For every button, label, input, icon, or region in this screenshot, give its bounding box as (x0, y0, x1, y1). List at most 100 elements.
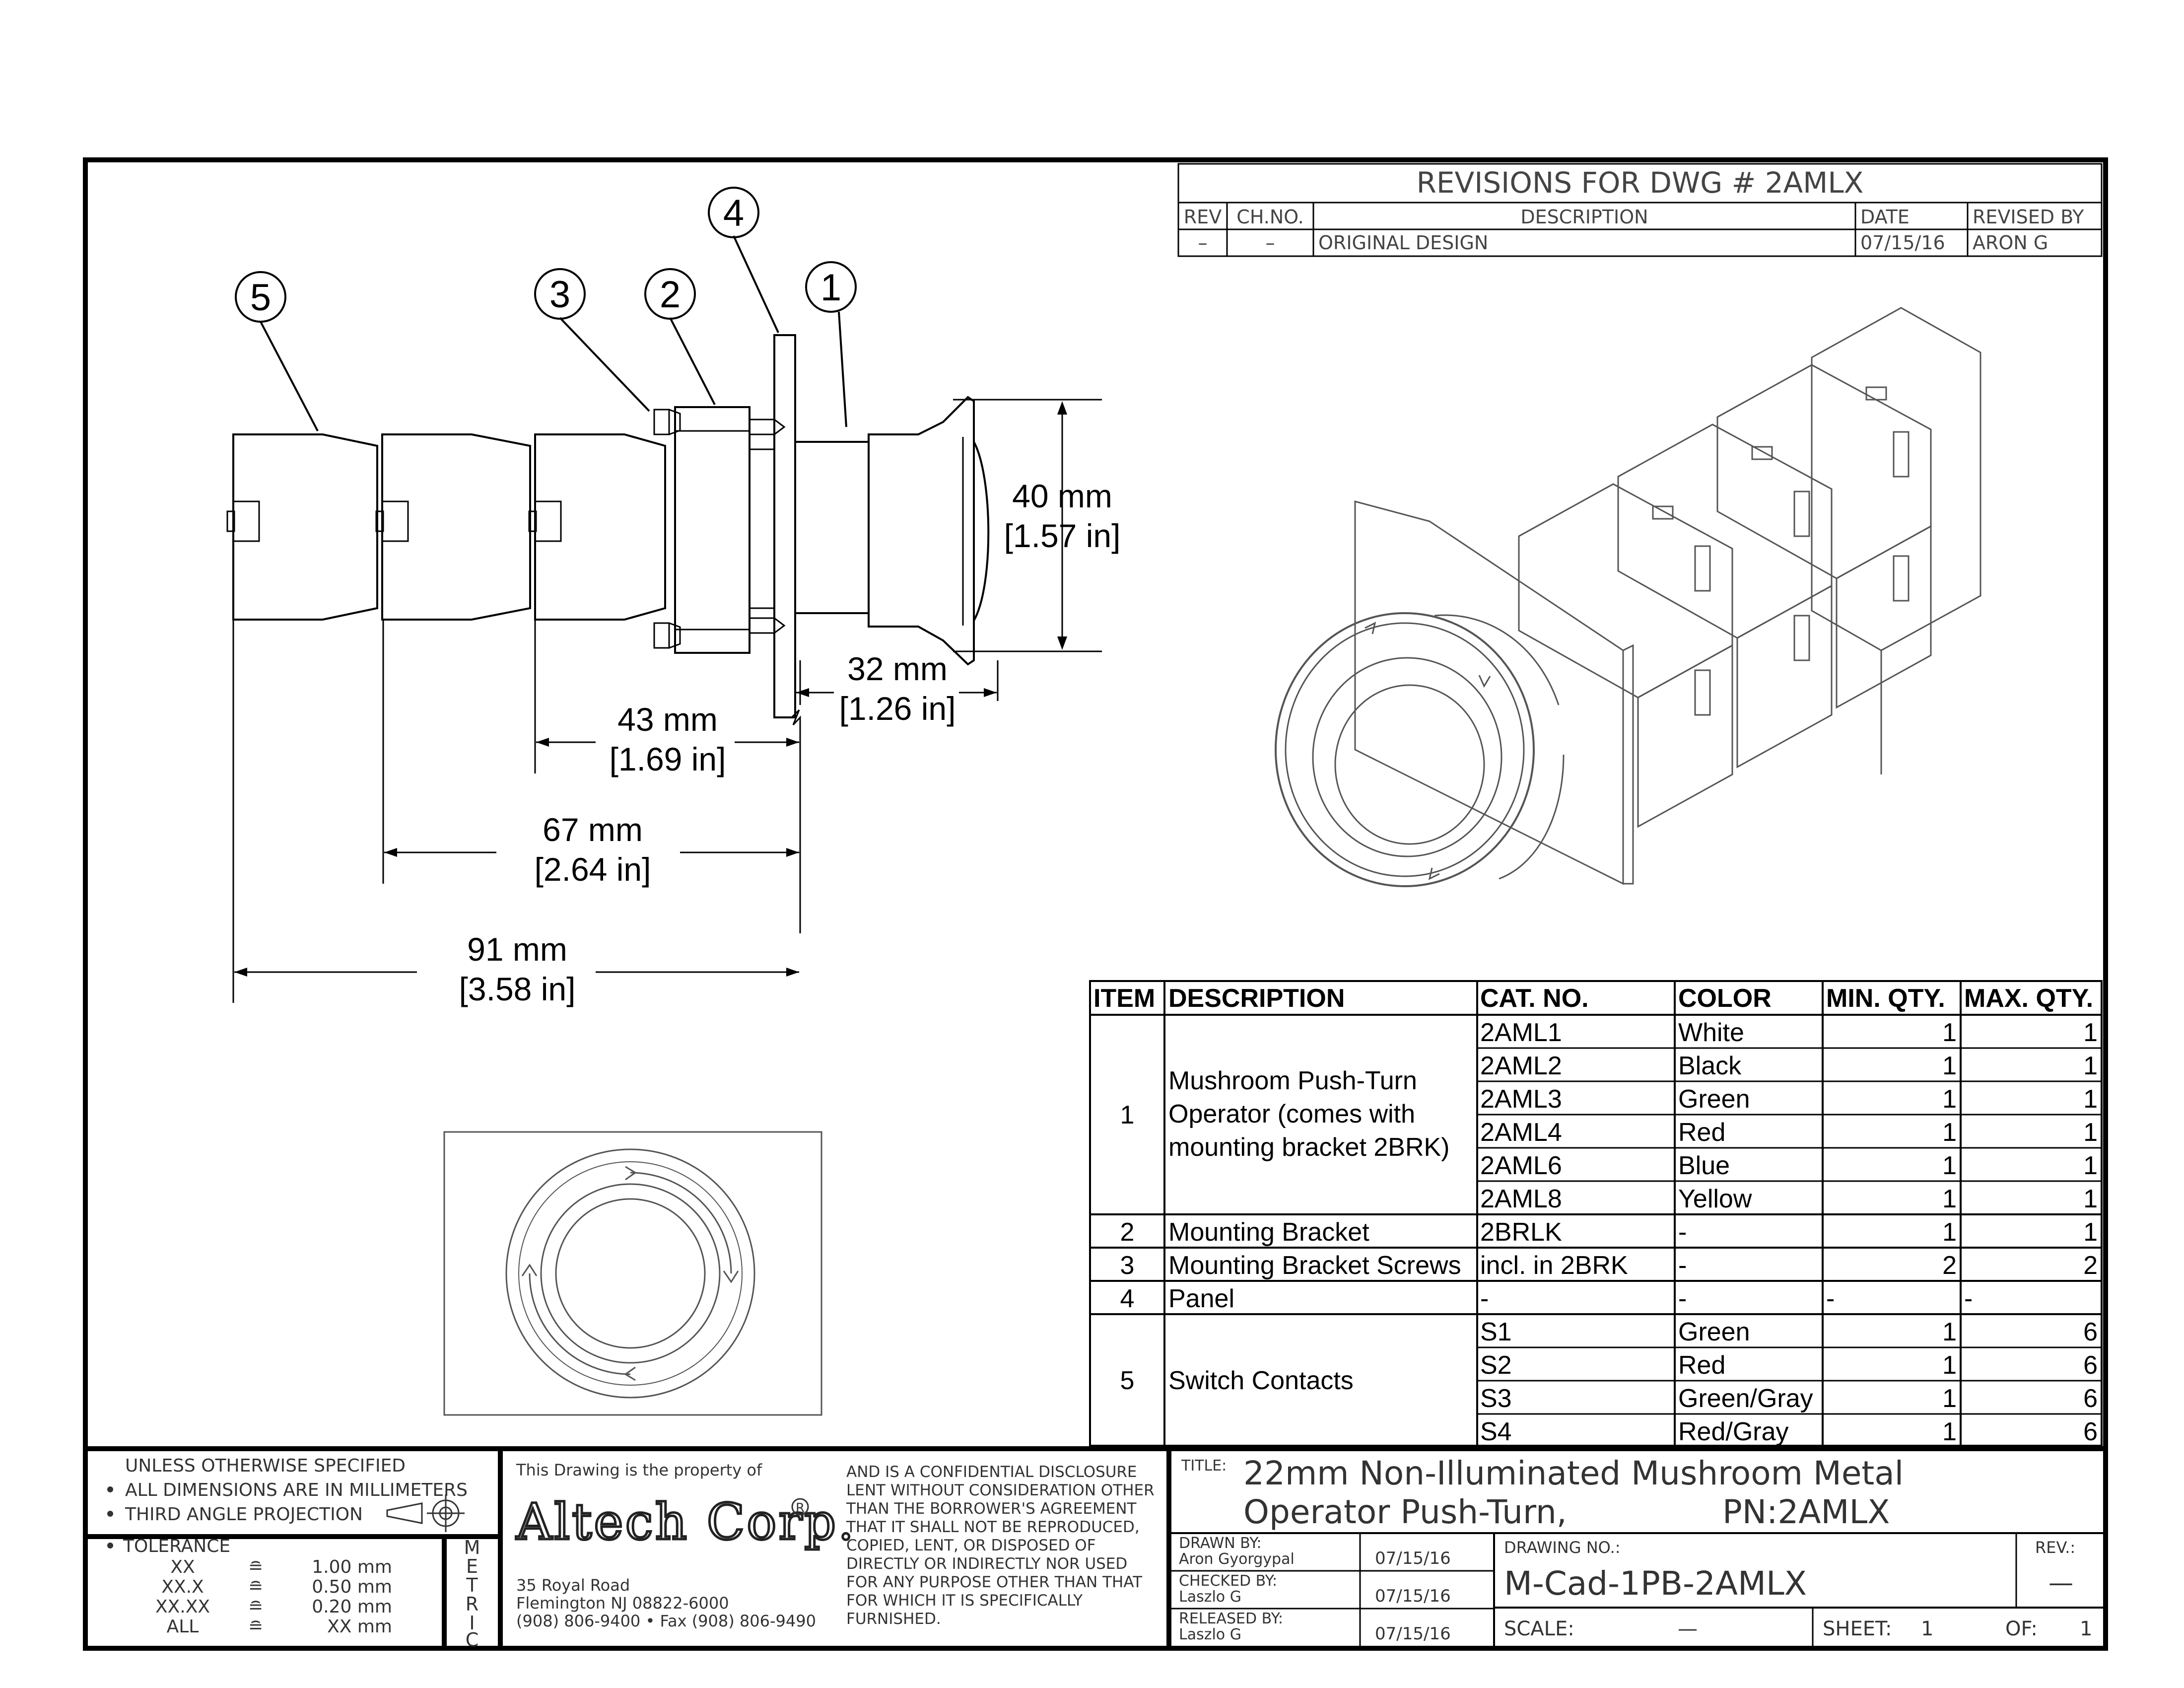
svg-text:Green: Green (1678, 1318, 1750, 1346)
mushroom-button-face (555, 1198, 706, 1349)
svg-text:-: - (1964, 1284, 1973, 1313)
svg-text:S3: S3 (1480, 1384, 1512, 1413)
svg-text:2: 2 (660, 274, 681, 316)
svg-text:-: - (1678, 1251, 1687, 1280)
revision-chno: – (1266, 232, 1275, 254)
date-header: DATE (1860, 206, 1910, 228)
svg-text:2AML3: 2AML3 (1480, 1085, 1562, 1114)
svg-text:FOR ANY PURPOSE OTHER THAN THA: FOR ANY PURPOSE OTHER THAN THAT (846, 1573, 1143, 1591)
svg-text:5: 5 (250, 277, 271, 319)
svg-text:Black: Black (1678, 1052, 1742, 1080)
dim-67-in: [2.64 in] (535, 851, 651, 888)
bom-row: 2AML8 Yellow 1 1 (1480, 1185, 2098, 1213)
iso-contact-block-2 (1617, 423, 1833, 639)
svg-text:1: 1 (2083, 1052, 2098, 1080)
bom-header-min-qty: MIN. QTY. (1826, 984, 1945, 1013)
registered-mark-icon (791, 1498, 809, 1516)
bom-row: 2AML3 Green 1 1 (1480, 1085, 2098, 1114)
bom-desc-1-line2: Operator (comes with (1168, 1100, 1415, 1128)
note-projection: THIRD ANGLE PROJECTION (125, 1504, 363, 1525)
checked-date: 07/15/16 (1375, 1586, 1451, 1606)
drawn-date: 07/15/16 (1375, 1548, 1451, 1568)
svg-text:2AML6: 2AML6 (1480, 1151, 1562, 1180)
bom-item-5: 5 (1120, 1366, 1135, 1395)
svg-text:6: 6 (2083, 1351, 2098, 1380)
svg-text:S2: S2 (1480, 1351, 1512, 1380)
iso-contact-block-3 (1716, 364, 1932, 579)
sheet-label: SHEET: (1823, 1618, 1892, 1640)
svg-text:XX.X: XX.X (161, 1577, 204, 1597)
title-line-1: 22mm Non-Illuminated Mushroom Metal (1243, 1454, 1904, 1492)
svg-text:2: 2 (2083, 1251, 2098, 1280)
bom-table: ITEM DESCRIPTION CAT. NO. COLOR MIN. QTY… (1089, 980, 2103, 1447)
svg-text:1: 1 (1942, 1151, 1957, 1180)
svg-text:2AML8: 2AML8 (1480, 1185, 1562, 1213)
contact-block-7 (534, 433, 666, 621)
bom-header-description: DESCRIPTION (1168, 984, 1345, 1013)
bom-row: 2AML4 Red 1 1 (1480, 1118, 2098, 1147)
bom-desc-5: Switch Contacts (1168, 1366, 1354, 1395)
iso-mushroom-head (1275, 612, 1535, 887)
svg-text:1: 1 (2083, 1085, 2098, 1114)
dim-43-mm: 43 mm (617, 701, 718, 738)
screw-bottom (653, 622, 670, 649)
svg-text:THAT IT SHALL NOT BE REPRODUCE: THAT IT SHALL NOT BE REPRODUCED, (846, 1518, 1140, 1536)
dim-91-in: [3.58 in] (459, 971, 576, 1007)
svg-text:1: 1 (2083, 1185, 2098, 1213)
svg-text:0.50 mm: 0.50 mm (312, 1577, 392, 1597)
svg-text:2AML2: 2AML2 (1480, 1052, 1562, 1080)
svg-text:Green: Green (1678, 1085, 1750, 1114)
svg-text:1: 1 (1942, 1085, 1957, 1114)
bom-header-item: ITEM (1093, 984, 1155, 1013)
released-by-label: RELEASED BY: (1179, 1610, 1283, 1627)
revision-rev: – (1198, 232, 1208, 254)
svg-text:THAN THE BORROWER'S AGREEMENT: THAN THE BORROWER'S AGREEMENT (846, 1500, 1137, 1518)
dimensions: 40 mm [1.57 in] 32 mm [1.26 in] 43 mm [1… (232, 399, 1121, 1007)
revision-description: ORIGINAL DESIGN (1318, 232, 1488, 254)
svg-text:1: 1 (1942, 1052, 1957, 1080)
svg-text:S4: S4 (1480, 1417, 1512, 1446)
confidential-disclaimer: AND IS A CONFIDENTIAL DISCLOSURE LENT WI… (846, 1463, 1155, 1628)
balloon-4 (708, 187, 759, 238)
bom-row: S4 Red/Gray 1 6 (1480, 1417, 2098, 1446)
property-text: This Drawing is the property of (516, 1461, 762, 1479)
tolerance-row: ALL ≘ XX mm (167, 1617, 392, 1637)
svg-text:M: M (464, 1537, 480, 1558)
iso-contact-block-4 (1811, 307, 1981, 651)
svg-text:6: 6 (2083, 1384, 2098, 1413)
item-balloons: 5 3 2 4 1 (235, 187, 857, 431)
dim-32-mm: 32 mm (847, 650, 948, 687)
svg-text:-: - (1678, 1218, 1687, 1247)
svg-text:2BRLK: 2BRLK (1480, 1218, 1562, 1247)
contact-block-5 (232, 433, 378, 621)
svg-text:1.00 mm: 1.00 mm (312, 1557, 392, 1577)
scale-value: — (1678, 1618, 1698, 1640)
title-block: UNLESS OTHERWISE SPECIFIED ALL DIMENSION… (85, 1446, 2106, 1651)
scale-label: SCALE: (1504, 1618, 1574, 1640)
title-label: TITLE: (1181, 1457, 1227, 1475)
svg-text:XX mm: XX mm (327, 1617, 392, 1637)
bom-header-color: COLOR (1678, 984, 1772, 1013)
dim-40-in: [1.57 in] (1004, 517, 1121, 554)
dim-91-mm: 91 mm (467, 931, 567, 968)
of-label: OF: (2005, 1618, 2038, 1640)
revisions-table: REVISIONS FOR DWG # 2AMLX REV CH.NO. DES… (1177, 163, 2103, 257)
svg-text:1: 1 (1942, 1384, 1957, 1413)
tolerance-label: TOLERANCE (123, 1536, 230, 1556)
svg-text:XX: XX (170, 1557, 195, 1577)
bom-row: S3 Green/Gray 1 6 (1480, 1384, 2098, 1413)
dim-67-mm: 67 mm (543, 811, 643, 848)
svg-text:0.20 mm: 0.20 mm (312, 1597, 392, 1617)
drawing-number: M-Cad-1PB-2AMLX (1504, 1564, 1807, 1603)
svg-text:Red: Red (1678, 1118, 1725, 1147)
svg-text:2: 2 (1120, 1218, 1135, 1247)
sheet-border (83, 157, 2108, 1651)
svg-text:2: 2 (1942, 1251, 1957, 1280)
note-all-dimensions: ALL DIMENSIONS ARE IN MILLIMETERS (125, 1480, 468, 1500)
drawn-by-label: DRAWN BY: (1179, 1535, 1262, 1552)
rev-label: REV.: (2035, 1538, 2075, 1557)
svg-text:1: 1 (1942, 1318, 1957, 1346)
mushroom-outer-ring (505, 1148, 755, 1399)
balloon-1 (805, 261, 857, 313)
svg-text:Red: Red (1678, 1351, 1725, 1380)
